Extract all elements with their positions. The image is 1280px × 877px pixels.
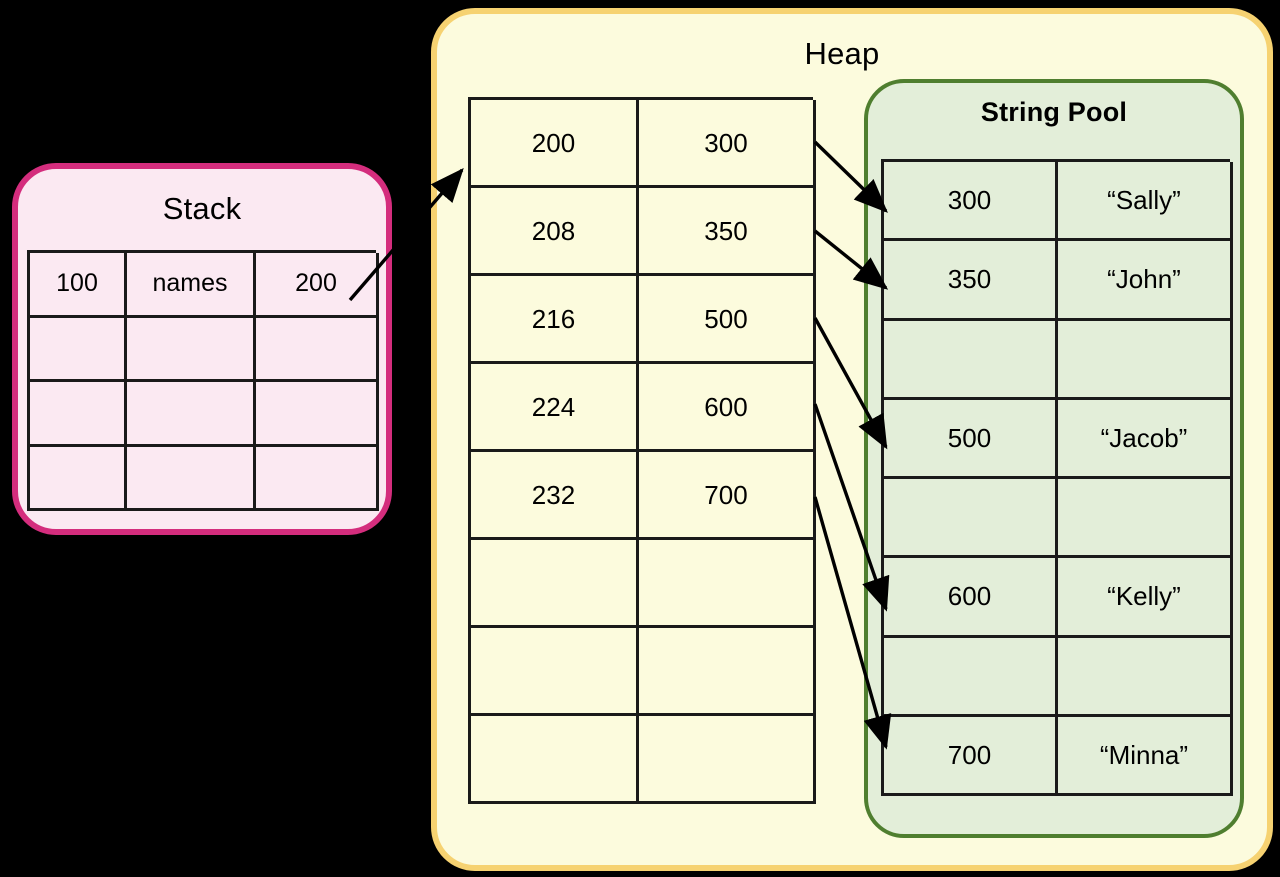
- stack-table: 100 names 200: [27, 250, 379, 511]
- stack-cell-r1c2: [256, 317, 379, 382]
- stack-cell-r3c2: [256, 446, 379, 511]
- heap-cell-r1c1: 350: [639, 188, 816, 276]
- heap-cell-r7c0: [471, 716, 639, 804]
- heap-cell-r2c0: 216: [471, 276, 639, 364]
- pool-cell-r4c1: [1058, 479, 1233, 559]
- pool-cell-r0c1: “Sally”: [1058, 162, 1233, 242]
- pool-cell-r3c0: 500: [884, 399, 1058, 479]
- heap-cell-r4c0: 232: [471, 452, 639, 540]
- pool-cell-r7c0: 700: [884, 716, 1058, 796]
- heap-table: 200 300 208 350 216 500 224 600 232 700: [468, 97, 816, 804]
- pool-cell-r1c1: “John”: [1058, 241, 1233, 321]
- pool-cell-r5c0: 600: [884, 558, 1058, 638]
- heap-title: Heap: [804, 36, 880, 71]
- pool-cell-r5c1: “Kelly”: [1058, 558, 1233, 638]
- pool-cell-r0c0: 300: [884, 162, 1058, 242]
- heap-cell-r7c1: [639, 716, 816, 804]
- string-pool-region: String Pool: [864, 79, 1244, 838]
- stack-cell-r2c0: [30, 382, 127, 447]
- heap-cell-r3c1: 600: [639, 364, 816, 452]
- pool-cell-r7c1: “Minna”: [1058, 716, 1233, 796]
- string-pool-title: String Pool: [980, 97, 1128, 127]
- stack-cell-r2c2: [256, 382, 379, 447]
- pool-cell-r1c0: 350: [884, 241, 1058, 321]
- stack-cell-r0c1: names: [127, 253, 256, 318]
- pool-cell-r4c0: [884, 479, 1058, 559]
- pool-cell-r2c0: [884, 320, 1058, 400]
- heap-cell-r6c1: [639, 628, 816, 716]
- pool-cell-r2c1: [1058, 320, 1233, 400]
- heap-cell-r0c1: 300: [639, 100, 816, 188]
- pool-cell-r6c1: [1058, 637, 1233, 717]
- heap-cell-r4c1: 700: [639, 452, 816, 540]
- stack-cell-r0c2: 200: [256, 253, 379, 318]
- stack-cell-r0c0: 100: [30, 253, 127, 318]
- stack-region: Stack: [12, 163, 392, 535]
- stack-cell-r3c0: [30, 446, 127, 511]
- pool-cell-r6c0: [884, 637, 1058, 717]
- heap-cell-r5c0: [471, 540, 639, 628]
- heap-cell-r5c1: [639, 540, 816, 628]
- heap-cell-r3c0: 224: [471, 364, 639, 452]
- stack-cell-r1c0: [30, 317, 127, 382]
- heap-cell-r1c0: 208: [471, 188, 639, 276]
- stack-cell-r2c1: [127, 382, 256, 447]
- heap-cell-r0c0: 200: [471, 100, 639, 188]
- heap-cell-r2c1: 500: [639, 276, 816, 364]
- stack-title: Stack: [162, 191, 242, 226]
- stack-cell-r3c1: [127, 446, 256, 511]
- stack-cell-r1c1: [127, 317, 256, 382]
- string-pool-table: 300 “Sally” 350 “John” 500 “Jacob” 600 “…: [881, 159, 1233, 796]
- pool-cell-r3c1: “Jacob”: [1058, 399, 1233, 479]
- heap-cell-r6c0: [471, 628, 639, 716]
